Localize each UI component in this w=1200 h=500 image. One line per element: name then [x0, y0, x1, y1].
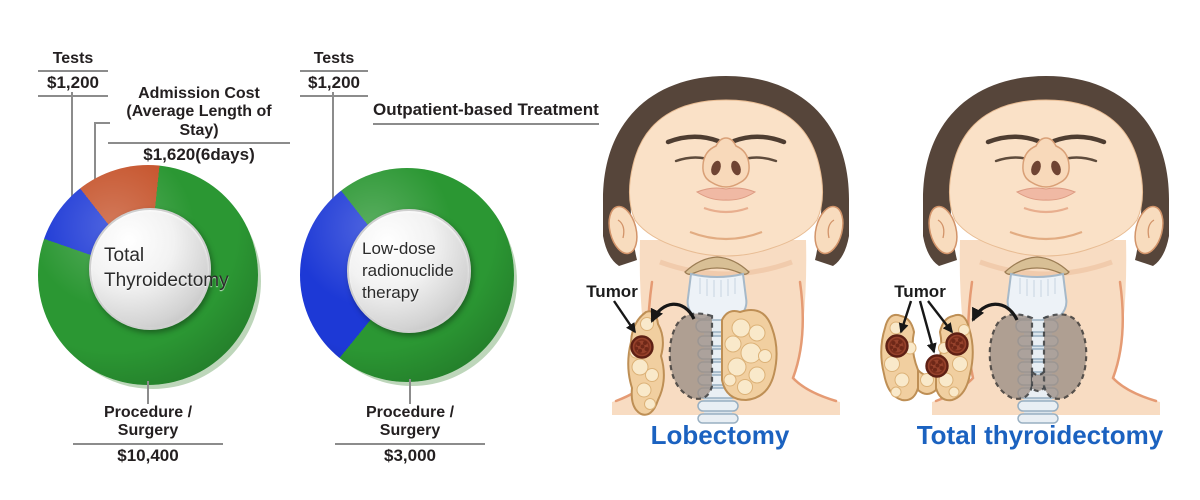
leader-line-admission	[94, 122, 96, 186]
leader-line-tests-1	[71, 92, 73, 232]
callout-procedure-2: Procedure / Surgery $3,000	[335, 404, 485, 467]
thyroid-lobules	[723, 318, 772, 395]
callout-value: $1,200	[300, 72, 368, 97]
callout-title: Tests	[38, 50, 108, 73]
callout-title: Procedure / Surgery	[73, 404, 223, 445]
center-line: Total	[104, 245, 145, 267]
donut-center-label-2: Low-dose radionuclide therapy	[347, 209, 471, 333]
leader-line-procedure-2	[409, 379, 411, 404]
leader-line-tests-2	[332, 92, 334, 228]
extracted-thyroid	[880, 313, 974, 402]
thyroid-lobules	[884, 321, 970, 398]
extracted-lobe	[627, 310, 665, 416]
center-line: radionuclide	[362, 260, 454, 280]
extraction-arrow	[971, 302, 1019, 322]
total-thyroidectomy-illustration: Tumor	[880, 70, 1200, 460]
tumor	[885, 334, 909, 358]
tumor	[945, 332, 969, 356]
tumor-label: Tumor	[894, 282, 946, 301]
callout-admission: Admission Cost (Average Length of Stay) …	[108, 85, 290, 167]
outpatient-treatment-label: Outpatient-based Treatment	[373, 100, 599, 125]
caption-total-thyroidectomy: Total thyroidectomy	[916, 420, 1164, 450]
center-line: therapy	[362, 283, 419, 303]
tumor	[630, 335, 654, 359]
tumor-pointer-arrow	[613, 300, 636, 334]
removed-thyroid-dashed-outline	[988, 313, 1088, 400]
extraction-arrow	[650, 302, 696, 323]
caption-lobectomy: Lobectomy	[650, 420, 790, 450]
callout-value: $1,200	[38, 72, 108, 97]
remaining-thyroid-lobe	[721, 309, 778, 402]
leader-line-procedure-1	[147, 381, 149, 404]
lobectomy-illustration: Tumor	[586, 70, 880, 460]
callout-title: Procedure / Surgery	[335, 404, 485, 445]
removed-lobe-dashed-outline	[668, 312, 714, 400]
center-line: Low-dose	[362, 238, 436, 258]
donut-center-label-1: Total Thyroidectomy	[89, 208, 229, 330]
callout-value: $10,400	[117, 445, 179, 465]
leader-elbow-admission	[94, 122, 110, 124]
donut-chart-total-thyroidectomy	[38, 165, 258, 385]
callout-value: $1,620(6days)	[143, 145, 255, 165]
tumor-pointer-arrows	[898, 300, 953, 354]
center-line: Thyroidectomy	[104, 270, 229, 291]
callout-value: $3,000	[384, 445, 436, 465]
callout-tests-2: Tests $1,200	[300, 50, 368, 97]
callout-subtitle: (Average Length of Stay)	[108, 103, 290, 145]
tumor-label: Tumor	[586, 282, 638, 301]
callout-procedure-1: Procedure / Surgery $10,400	[73, 404, 223, 467]
callout-tests-1: Tests $1,200	[38, 50, 108, 97]
callout-title: Tests	[300, 50, 368, 73]
callout-title: Admission Cost	[138, 85, 260, 102]
tumor	[925, 354, 949, 378]
